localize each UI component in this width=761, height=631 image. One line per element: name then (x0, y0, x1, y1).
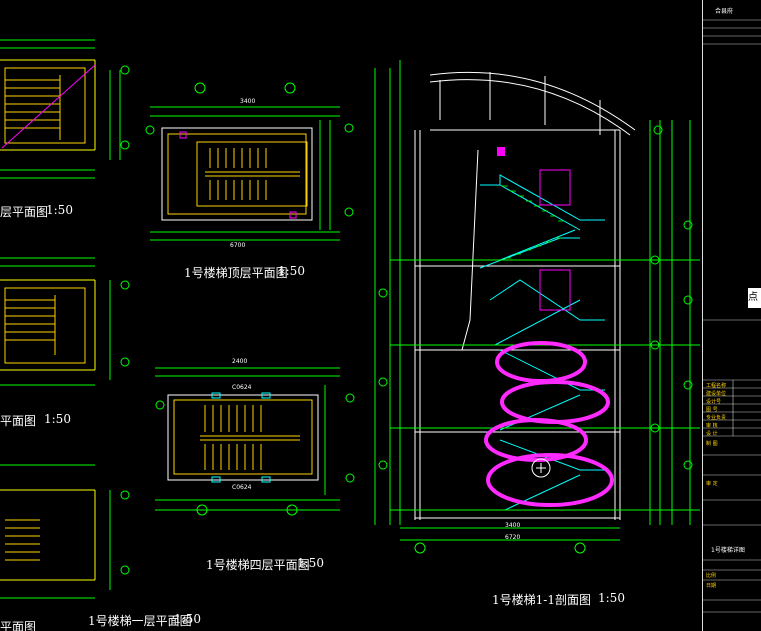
plan-fourth-floor (155, 367, 355, 516)
window-label-1: C0624 (232, 384, 252, 391)
plan-top-floor (145, 82, 354, 241)
tb-field-3: 设计号 (706, 399, 722, 405)
tb-field-12: 日期 (706, 583, 717, 589)
partial-plan-left-1 (0, 39, 130, 179)
tb-field-8: 制 图 (706, 441, 718, 447)
title-partial-3: 平面图 (0, 620, 37, 631)
scale-plan-top: 1:50 (278, 264, 305, 278)
tb-field-7: 设 计 (706, 431, 718, 437)
tb-field-1: 工程名称 (706, 383, 727, 389)
title-plan-first: 1号楼梯一层平面图 (88, 614, 192, 628)
dim-3400: 3400 (240, 98, 256, 105)
tb-company: 合县府 (715, 8, 734, 15)
tb-field-2: 建设单位 (706, 391, 727, 397)
partial-plan-left-3 (0, 464, 130, 599)
scale-plan-first: 1:50 (174, 612, 201, 626)
title-block-grid (703, 19, 761, 613)
dim-3400b: 3400 (505, 522, 521, 529)
title-block: 合县府 工程名称 建设单位 设计号 图 号 专业负责 审 核 设 计 制 图 审… (702, 0, 761, 631)
partial-plan-left-2 (0, 257, 130, 386)
scale-plan-fourth: 1:50 (297, 556, 324, 570)
scale-partial-2: 1:50 (44, 412, 71, 426)
annotation-ellipse-1 (495, 341, 587, 383)
title-section: 1号楼梯1-1剖面图 (492, 593, 591, 607)
annotation-ellipse-4 (486, 453, 614, 507)
tb-drawing-name: 1号楼梯详图 (711, 547, 745, 554)
annotation-ellipse-2 (500, 380, 610, 424)
section-1-1 (374, 60, 700, 554)
dim-2400: 2400 (232, 358, 248, 365)
tb-field-9: 审 定 (706, 481, 718, 487)
title-partial-2: 平面图 (0, 414, 37, 428)
tb-field-4: 图 号 (706, 407, 718, 413)
dim-6720: 6720 (505, 534, 521, 541)
title-partial-1: 层平面图 (0, 205, 49, 219)
tb-field-6: 审 核 (706, 423, 718, 429)
dim-6700: 6700 (230, 242, 246, 249)
tb-field-5: 专业负责 (706, 415, 727, 421)
window-label-2: C0624 (232, 484, 252, 491)
tb-field-11: 比例 (706, 573, 717, 579)
annotation-ellipses (484, 341, 614, 507)
title-plan-top: 1号楼梯顶层平面图 (184, 266, 288, 280)
cursor-icon (531, 458, 551, 478)
title-plan-fourth: 1号楼梯四层平面图 (206, 558, 310, 572)
scale-section: 1:50 (598, 591, 625, 605)
tooltip-popup: 点 (748, 288, 761, 308)
scale-partial-1: 1:50 (46, 203, 73, 217)
